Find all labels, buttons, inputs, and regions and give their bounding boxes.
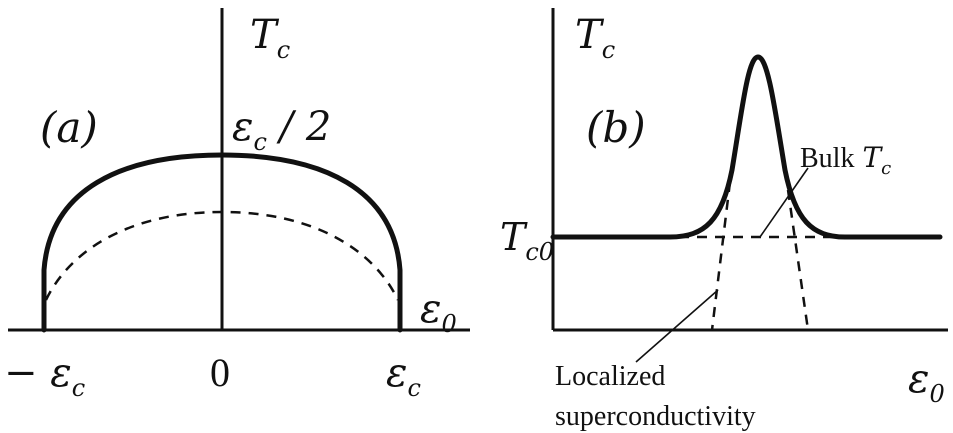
panel-b-localized-label-line2: superconductivity — [555, 401, 756, 432]
panel-a-top-label: εc / 2 — [232, 104, 331, 156]
panel-a-y-axis-label: Tc — [250, 12, 290, 64]
panel-b-localized-label-line1: Localized — [555, 361, 665, 392]
panel-b-label: (b) — [586, 103, 646, 152]
panel-b-tc0-label: Tc0 — [500, 215, 554, 266]
panel-b-localized-leader — [635, 289, 719, 363]
panel-a-solid-curve — [41, 152, 403, 333]
panel-b-bulk-leader — [759, 167, 809, 238]
panel-a-tick-pos: εc — [386, 350, 421, 402]
panel-a-dashed-curve — [44, 210, 400, 301]
panel-a: (a) Tc εc / 2 ε0 − εc 0 εc — [4, 8, 470, 402]
panel-a-label: (a) — [40, 103, 98, 152]
panel-a-tick-zero: 0 — [210, 350, 230, 395]
panel-a-x-axis-label: ε0 — [420, 286, 457, 338]
panel-b-x-axis-label: ε0 — [908, 356, 945, 408]
panel-a-tick-neg: − εc — [4, 350, 85, 402]
panel-b-peak-curve — [550, 54, 943, 240]
panel-b-left-dashed-line — [710, 181, 732, 331]
panel-b-y-axis-label: Tc — [575, 12, 615, 64]
panel-b-right-dashed-line — [786, 189, 810, 331]
